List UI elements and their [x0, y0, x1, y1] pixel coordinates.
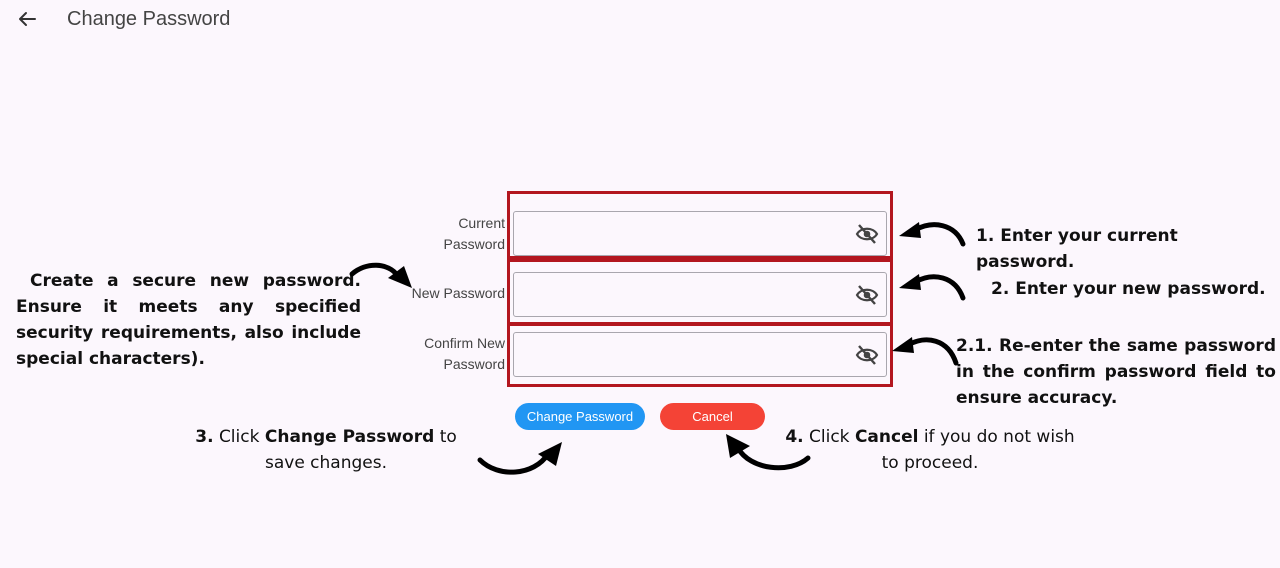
cancel-button[interactable]: Cancel	[660, 403, 765, 430]
step3-number: 3.	[195, 427, 214, 447]
confirm-password-highlight	[507, 323, 893, 387]
current-password-field[interactable]	[513, 211, 887, 256]
app-bar: Change Password	[0, 0, 1280, 40]
new-password-label: New Password	[411, 285, 505, 301]
tip-note: Create a secure new password. Ensure it …	[16, 271, 361, 369]
confirm-password-label: Confirm New Password	[424, 335, 505, 372]
new-password-field[interactable]	[513, 272, 887, 317]
step1-note: 1. Enter your current password.	[976, 226, 1178, 272]
step2-1-note: 2.1. Re-enter the same password in the c…	[956, 336, 1276, 408]
step4-number: 4.	[785, 427, 804, 447]
step3-text-pre: Click	[218, 427, 260, 447]
step4-text-post: if you do not wish to proceed.	[881, 427, 1075, 473]
confirm-password-field[interactable]	[513, 332, 887, 377]
arrow-to-current-password-icon	[899, 222, 966, 247]
back-button[interactable]	[14, 6, 40, 32]
current-password-input[interactable]	[514, 212, 844, 255]
step4-text-pre: Click	[809, 427, 850, 447]
eye-off-icon[interactable]	[855, 284, 879, 306]
arrow-to-cancel-button-icon	[726, 434, 811, 471]
eye-off-icon[interactable]	[855, 344, 879, 366]
step2-note: 2. Enter your new password.	[991, 279, 1266, 299]
current-password-label: Current Password	[443, 215, 505, 252]
step3-text-post: to save changes.	[264, 427, 457, 473]
page-title: Change Password	[67, 8, 231, 30]
arrow-to-change-password-button-icon	[477, 442, 562, 475]
arrow-left-icon	[19, 12, 36, 26]
step4-text-bold: Cancel	[854, 427, 919, 447]
step3-note: 3. Click Change Password to save changes…	[176, 424, 476, 476]
arrow-to-confirm-password-icon	[892, 337, 959, 366]
arrow-to-new-password-label-icon	[349, 262, 412, 288]
step3-text-bold: Change Password	[264, 427, 435, 447]
confirm-password-input[interactable]	[514, 333, 844, 376]
arrow-to-new-password-icon	[899, 274, 966, 301]
change-password-button[interactable]: Change Password	[515, 403, 645, 430]
step4-note: 4. Click Cancel if you do not wish to pr…	[780, 424, 1080, 476]
current-password-highlight	[507, 191, 893, 259]
eye-off-icon[interactable]	[855, 223, 879, 245]
new-password-input[interactable]	[514, 273, 844, 316]
